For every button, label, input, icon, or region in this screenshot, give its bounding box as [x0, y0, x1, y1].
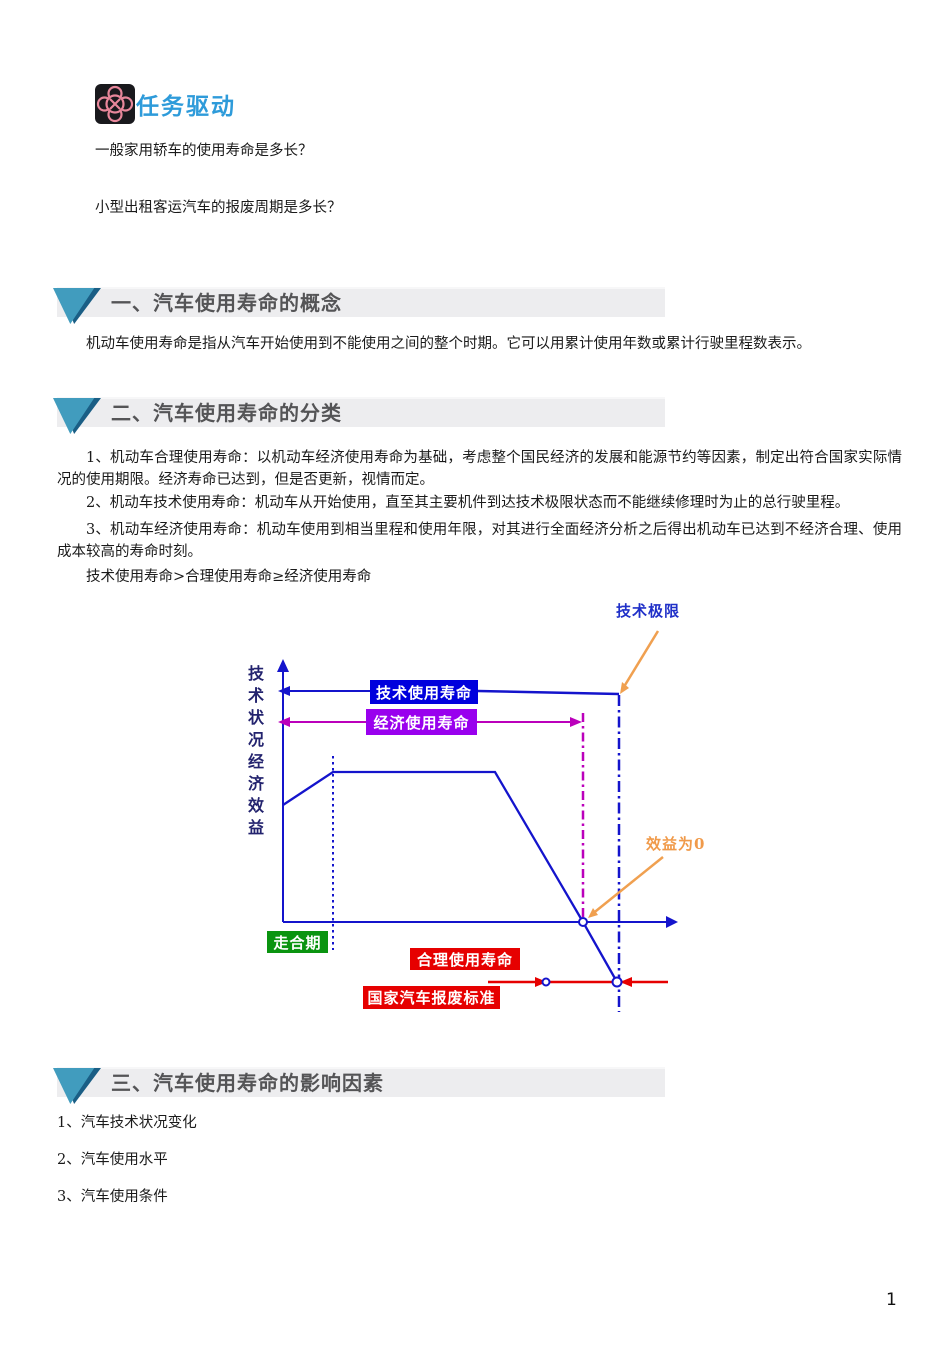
y-axis-label-technical-condition: 技术状况	[245, 665, 264, 753]
triangle-marker-icon	[53, 288, 101, 324]
page-number: 1	[886, 1290, 897, 1310]
section-heading-1-text: 一、汽车使用寿命的概念	[111, 291, 342, 315]
technical-limit-label: 技术极限	[616, 602, 681, 620]
section-heading-1: 一、汽车使用寿命的概念	[53, 287, 665, 324]
section-2-paragraph-2: 2、机动车技术使用寿命：机动车从开始使用，直至其主要机件到达技术极限状态而不能继…	[86, 495, 850, 511]
section-heading-3-text: 三、汽车使用寿命的影响因素	[111, 1071, 384, 1095]
economic-life-box: 经济使用寿命	[366, 709, 477, 735]
task-flower-icon	[95, 84, 135, 124]
zero-benefit-label: 效益为0	[646, 835, 706, 853]
section-heading-2-text: 二、汽车使用寿命的分类	[111, 401, 342, 425]
triangle-marker-icon	[53, 1068, 101, 1104]
page-title: 任务驱动	[136, 94, 236, 120]
reasonable-life-box: 合理使用寿命	[410, 948, 520, 970]
section-2-paragraph-1: 1、机动车合理使用寿命：以机动车经济使用寿命为基础，考虑整个国民经济的发展和能源…	[57, 450, 902, 488]
life-comparison-formula: 技术使用寿命>合理使用寿命≥经济使用寿命	[86, 569, 372, 585]
section-2-paragraph-3: 3、机动车经济使用寿命：机动车使用到相当里程和使用年限，对其进行全面经济分析之后…	[57, 522, 902, 560]
triangle-marker-icon	[53, 398, 101, 434]
factor-item-3: 3、汽车使用条件	[57, 1189, 168, 1205]
factor-item-2: 2、汽车使用水平	[57, 1152, 168, 1168]
question-2: 小型出租客运汽车的报废周期是多长？	[95, 200, 342, 216]
service-life-diagram: 技术状况 经济效益 技术极限 效益为0 技术使用寿命 经济使用寿命 走合期 合理…	[230, 595, 710, 1025]
section-1-paragraph: 机动车使用寿命是指从汽车开始使用到不能使用之间的整个时期。它可以用累计使用年数或…	[86, 336, 811, 352]
technical-life-box: 技术使用寿命	[370, 680, 478, 704]
question-1: 一般家用轿车的使用寿命是多长？	[95, 143, 313, 159]
factor-item-1: 1、汽车技术状况变化	[57, 1115, 197, 1131]
y-axis-label-economic-benefit: 经济效益	[245, 753, 264, 841]
section-heading-2: 二、汽车使用寿命的分类	[53, 397, 665, 434]
section-heading-3: 三、汽车使用寿命的影响因素	[53, 1067, 665, 1104]
break-in-period-box: 走合期	[267, 931, 328, 953]
national-scrap-standard-box: 国家汽车报废标准	[363, 986, 500, 1009]
